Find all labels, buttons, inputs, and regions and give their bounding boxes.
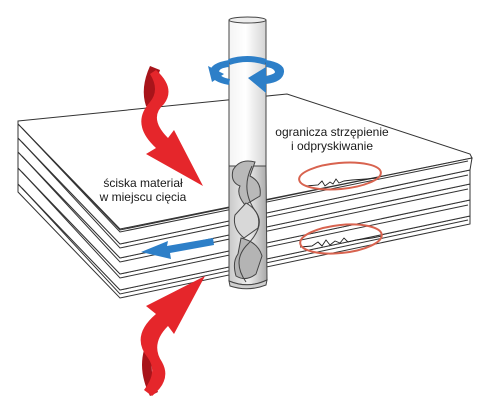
limits-label: ogranicza strzępienie i odpryskiwanie [262, 125, 402, 153]
cut-traces [299, 177, 383, 248]
flute-edge-line [238, 165, 260, 283]
red-arrow-top-body [141, 70, 203, 186]
tool-tip [228, 279, 268, 290]
end-mill-tool [228, 16, 268, 290]
board-sheet-line [21, 141, 469, 249]
highlight-ellipses [298, 161, 383, 255]
rotation-arrow-left-head [208, 66, 224, 82]
compress-label-line1: ściska materiał [103, 176, 183, 190]
board-sheet-line [21, 187, 469, 295]
flute-downcut [233, 237, 263, 280]
rotation-arrow-icon [208, 56, 285, 93]
rough-edge-trace-lower [299, 235, 383, 248]
rotation-arrow-right [248, 60, 285, 93]
limits-label-line2: i odpryskiwanie [290, 139, 374, 153]
limits-label-line1: ogranicza strzępienie [275, 125, 389, 139]
compress-label: ściska materiał w miejscu cięcia [78, 176, 208, 204]
compression-arrow-top [141, 66, 203, 186]
board-sheet-line [21, 155, 469, 263]
rough-edge-trace-upper [305, 177, 379, 187]
compression-arrow-bottom [140, 276, 205, 396]
ellipse-lower [299, 223, 383, 255]
board-sheet-line [21, 171, 469, 279]
compress-label-line2: w miejscu cięcia [99, 190, 187, 204]
flute-upcut [231, 160, 261, 206]
red-arrow-bottom-body [140, 276, 205, 396]
tool-shank [228, 19, 267, 169]
feed-direction-arrow-icon [141, 238, 214, 259]
tool-shank-top [228, 16, 267, 24]
rotation-band-back [228, 56, 267, 65]
ellipse-upper [298, 161, 382, 191]
board-layer-1 [17, 122, 473, 245]
board-sheet-line [21, 127, 469, 233]
